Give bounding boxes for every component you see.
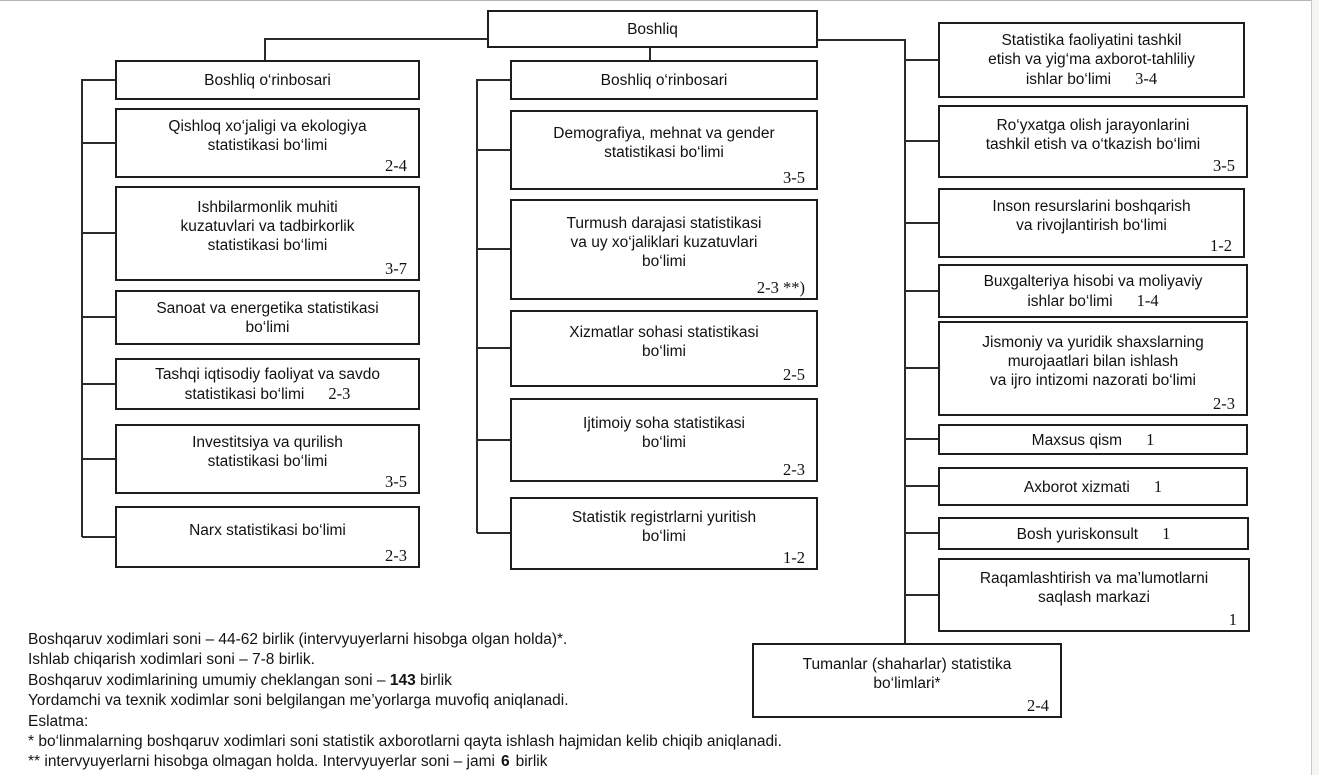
box-title: Turmush darajasi statistikasi va uy xo‘j… bbox=[566, 215, 762, 270]
note-text: ** intervyuyerlarni hisobga olmagan hold… bbox=[28, 753, 495, 771]
note-line-5: Eslatma: bbox=[28, 712, 89, 730]
box-title: Jismoniy va yuridik shaxslarning murojaa… bbox=[982, 334, 1204, 389]
staff-count: 2-4 bbox=[1027, 696, 1049, 715]
note-line-1: Boshqaruv xodimlari soni – 44-62 birlik … bbox=[28, 631, 568, 648]
box-sanoat-energetika: Sanoat va energetika statistikasi bo‘lim… bbox=[115, 290, 420, 345]
note-line-7: ** intervyuyerlarni hisobga olmagan hold… bbox=[28, 752, 908, 772]
box-narx: Narx statistikasi bo‘limi 2-3 bbox=[115, 506, 420, 568]
page-right-margin bbox=[1312, 0, 1319, 775]
staff-count: 2-3 bbox=[328, 383, 351, 403]
box-title: Investitsiya va qurilish statistikasi bo… bbox=[192, 434, 343, 470]
staff-count: 2-3 bbox=[783, 460, 805, 479]
box-title: Qishloq xo‘jaligi va ekologiya statistik… bbox=[168, 118, 367, 154]
box-title: Maxsus qism bbox=[1031, 431, 1123, 449]
box-title: Raqamlashtirish va ma’lumotlarni saqlash… bbox=[979, 570, 1209, 606]
note-text: Boshqaruv xodimlarining umumiy cheklanga… bbox=[28, 671, 390, 689]
staff-count: 2-4 bbox=[385, 156, 407, 175]
box-investitsiya-qurilish: Investitsiya va qurilish statistikasi bo… bbox=[115, 424, 420, 494]
box-turmush-darajasi: Turmush darajasi statistikasi va uy xo‘j… bbox=[510, 199, 818, 300]
box-statistika-faoliyatini: Statistika faoliyatini tashkil etish va … bbox=[938, 22, 1245, 98]
box-title: Sanoat va energetika statistikasi bo‘lim… bbox=[156, 299, 379, 336]
box-bosh-yuriskonsult: Bosh yuriskonsult 1 bbox=[938, 517, 1249, 550]
box-royxatga-olish: Ro‘yxatga olish jarayonlarini tashkil et… bbox=[938, 105, 1248, 178]
staff-count: 1 bbox=[1146, 429, 1155, 449]
note-line-3: Boshqaruv xodimlarining umumiy cheklanga… bbox=[28, 671, 908, 691]
box-maxsus-qism: Maxsus qism 1 bbox=[938, 424, 1248, 455]
box-title: Boshliq o‘rinbosari bbox=[600, 71, 728, 89]
box-xizmatlar-sohasi: Xizmatlar sohasi statistikasi bo‘limi 2-… bbox=[510, 310, 818, 387]
box-title: Statistik registrlarni yuritish bo‘limi bbox=[571, 508, 757, 545]
staff-count: 1-2 bbox=[1210, 236, 1232, 255]
box-title: Ijtimoiy soha statistikasi bo‘limi bbox=[583, 415, 745, 451]
box-title: Demografiya, mehnat va gender statistika… bbox=[553, 125, 775, 161]
note-text: birlik bbox=[515, 753, 548, 771]
staff-count: 3-7 bbox=[385, 259, 407, 278]
box-title: Axborot xizmati bbox=[1023, 478, 1130, 496]
box-title: Boshliq bbox=[627, 20, 678, 38]
box-ishbilarmonlik: Ishbilarmonlik muhiti kuzatuvlari va tad… bbox=[115, 186, 420, 281]
note-line-2: Ishlab chiqarish xodimlari soni – 7-8 bi… bbox=[28, 651, 315, 669]
box-title: Ishbilarmonlik muhiti kuzatuvlari va tad… bbox=[180, 199, 355, 254]
box-title: Xizmatlar sohasi statistikasi bo‘limi bbox=[569, 323, 759, 360]
box-buxgalteriya: Buxgalteriya hisobi va moliyaviy ishlar … bbox=[938, 264, 1248, 318]
box-deputy-middle: Boshliq o‘rinbosari bbox=[510, 60, 818, 100]
staff-count: 2-3 bbox=[1213, 394, 1235, 413]
box-jismoniy-yuridik: Jismoniy va yuridik shaxslarning murojaa… bbox=[938, 321, 1248, 416]
staff-count: 3-5 bbox=[1213, 156, 1235, 175]
page-right-border bbox=[1311, 0, 1312, 775]
total-staff-count: 143 bbox=[389, 671, 416, 689]
staff-count: 1-2 bbox=[783, 548, 805, 567]
staff-count: 2-3 **) bbox=[756, 278, 805, 297]
box-title: Tumanlar (shaharlar) statistika bo‘limla… bbox=[802, 655, 1012, 692]
staff-count: 2-5 bbox=[783, 365, 805, 384]
staff-count: 3-5 bbox=[783, 168, 805, 187]
box-tashqi-savdo: Tashqi iqtisodiy faoliyat va savdo stati… bbox=[115, 358, 420, 410]
box-boshliq: Boshliq bbox=[487, 10, 818, 48]
box-axborot-xizmati: Axborot xizmati 1 bbox=[938, 467, 1248, 506]
box-title: Statistika faoliyatini tashkil etish va … bbox=[988, 32, 1195, 88]
box-tumanlar: Tumanlar (shaharlar) statistika bo‘limla… bbox=[752, 643, 1062, 718]
box-title: Inson resurslarini boshqarish va rivojla… bbox=[992, 198, 1191, 234]
box-title: Bosh yuriskonsult bbox=[1016, 525, 1139, 543]
page-top-border bbox=[0, 0, 1319, 1]
staff-count: 2-3 bbox=[385, 546, 407, 565]
box-qishloq-ekologiya: Qishloq xo‘jaligi va ekologiya statistik… bbox=[115, 108, 420, 178]
box-ijtimoiy-soha: Ijtimoiy soha statistikasi bo‘limi 2-3 bbox=[510, 398, 818, 482]
notes-block: Boshqaruv xodimlari soni – 44-62 birlik … bbox=[28, 630, 908, 773]
box-title: Tashqi iqtisodiy faoliyat va savdo stati… bbox=[155, 365, 380, 403]
staff-count: 3-4 bbox=[1135, 69, 1158, 88]
staff-count: 1-4 bbox=[1136, 290, 1159, 310]
note-line-4: Yordamchi va texnik xodimlar soni belgil… bbox=[28, 692, 569, 710]
box-title: Ro‘yxatga olish jarayonlarini tashkil et… bbox=[985, 116, 1201, 153]
staff-count: 1 bbox=[1153, 476, 1163, 496]
box-title: Buxgalteriya hisobi va moliyaviy ishlar … bbox=[983, 272, 1203, 310]
box-title: Boshliq o‘rinbosari bbox=[204, 71, 331, 89]
interviewer-count: 6 bbox=[500, 753, 510, 771]
staff-count: 3-5 bbox=[385, 472, 407, 491]
box-demografiya-gender: Demografiya, mehnat va gender statistika… bbox=[510, 110, 818, 190]
box-title: Narx statistikasi bo‘limi bbox=[189, 521, 346, 539]
note-text: birlik bbox=[415, 671, 452, 689]
box-raqamlashtirish: Raqamlashtirish va ma’lumotlarni saqlash… bbox=[938, 558, 1250, 632]
box-deputy-left: Boshliq o‘rinbosari bbox=[115, 60, 420, 100]
staff-count: 1 bbox=[1228, 610, 1237, 629]
box-statistik-registr: Statistik registrlarni yuritish bo‘limi … bbox=[510, 497, 818, 570]
note-line-6: * bo‘linmalarning boshqaruv xodimlari so… bbox=[28, 733, 782, 751]
staff-count: 1 bbox=[1162, 523, 1171, 543]
box-inson-resurslari: Inson resurslarini boshqarish va rivojla… bbox=[938, 188, 1245, 258]
